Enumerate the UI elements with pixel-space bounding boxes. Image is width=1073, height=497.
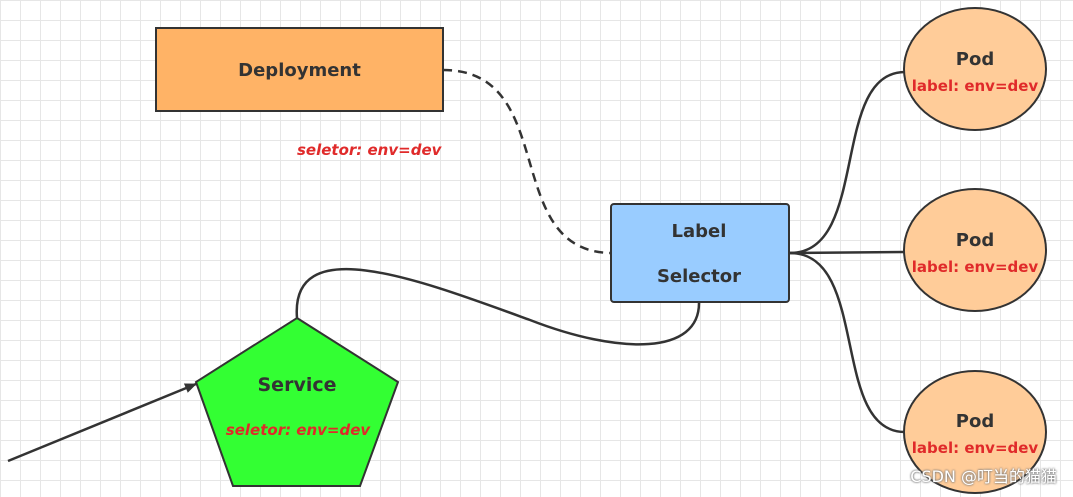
incoming-arrow (7, 382, 197, 463)
pod-3-title: Pod (956, 411, 994, 432)
service-node[interactable]: Service seletor: env=dev (194, 316, 400, 487)
pod-3-label: label: env=dev (912, 439, 1039, 457)
label-selector-line1: Label (672, 221, 727, 242)
pod-node-1[interactable]: Pod label: env=dev (903, 7, 1047, 131)
deployment-label: Deployment (238, 60, 361, 81)
label-selector-line2: Selector (657, 266, 741, 287)
pod-node-3[interactable]: Pod label: env=dev (903, 370, 1047, 494)
selector-to-pod-2-connector (789, 250, 906, 255)
selector-to-pod-1-connector (789, 70, 906, 255)
deployment-node[interactable]: Deployment (155, 27, 444, 112)
service-to-selector-connector (295, 267, 701, 346)
selector-to-pod-3-connector (789, 251, 906, 434)
label-selector-node[interactable]: Label Selector (610, 203, 790, 303)
pod-1-title: Pod (956, 49, 994, 70)
deployment-selector-text: seletor: env=dev (297, 141, 443, 159)
service-label: Service (258, 374, 337, 396)
pod-2-label: label: env=dev (912, 258, 1039, 276)
pod-2-title: Pod (956, 230, 994, 251)
pod-1-label: label: env=dev (912, 77, 1039, 95)
pod-node-2[interactable]: Pod label: env=dev (903, 188, 1047, 312)
deployment-to-selector-dashed-connector (442, 68, 611, 255)
csdn-watermark: CSDN @叮当的猫猫 (910, 467, 1057, 486)
service-selector-text: seletor: env=dev (226, 421, 372, 439)
